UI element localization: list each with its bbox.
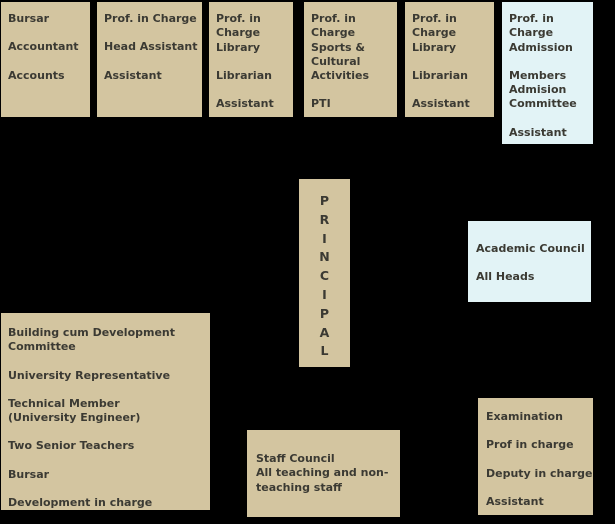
org-role: Head Assistant [104, 40, 198, 54]
org-role: Development in charge [8, 496, 153, 510]
box-academic-council: Academic Council All Heads [468, 221, 591, 302]
org-role: Librarian [412, 68, 468, 82]
box-staff-council: Staff Council All teaching and non- teac… [247, 430, 400, 517]
org-role: Deputy in charge [486, 466, 593, 480]
org-role: Prof. in Charge Library [412, 12, 457, 54]
principal-label: P R I N C I P A L [319, 193, 330, 359]
org-role: Assistant [412, 97, 470, 111]
org-role: Prof. in Charge [104, 12, 197, 25]
org-role: Assistant [216, 97, 274, 111]
box-library-1: Prof. in Charge Library Librarian Assist… [209, 2, 293, 117]
org-role: Bursar [8, 12, 50, 25]
org-role: Two Senior Teachers [8, 439, 135, 453]
org-role: All teaching and non- teaching staff [256, 466, 389, 494]
org-role: Bursar [8, 467, 50, 481]
org-role: Librarian [216, 68, 272, 82]
box-building-development: Building cum Development Committee Unive… [1, 313, 210, 510]
org-role: PTI [311, 97, 331, 111]
org-role: Academic Council [476, 242, 585, 255]
box-bursar-accounts: Bursar Accountant Accounts [1, 2, 90, 117]
org-role: Staff Council [256, 452, 335, 465]
org-role: Examination [486, 410, 563, 423]
org-role: Technical Member (University Engineer) [8, 396, 141, 425]
box-sports-cultural: Prof. in Charge Sports & Cultural Activi… [304, 2, 397, 117]
box-office-staff: Prof. in Charge Head Assistant Assistant [97, 2, 202, 117]
org-role: Assistant [486, 494, 544, 508]
org-role: Assistant [509, 125, 567, 139]
org-role: Prof. in Charge Sports & Cultural Activi… [311, 12, 370, 83]
org-role: University Representative [8, 368, 171, 382]
org-role: Assistant [104, 68, 162, 82]
org-role: Accounts [8, 68, 65, 82]
box-admission: Prof. in Charge Admission Members Admisi… [502, 2, 593, 144]
box-principal: P R I N C I P A L [299, 179, 350, 367]
org-role: Building cum Development Committee [8, 326, 176, 354]
box-library-2: Prof. in Charge Library Librarian Assist… [405, 2, 494, 117]
org-role: Prof in charge [486, 438, 574, 452]
box-examination: Examination Prof in charge Deputy in cha… [478, 398, 593, 515]
org-role: Prof. in Charge Admission [509, 12, 573, 54]
org-role: All Heads [476, 270, 535, 284]
org-role: Prof. in Charge Library [216, 12, 261, 54]
org-role: Members Admision Committee [509, 68, 577, 111]
org-role: Accountant [8, 40, 79, 54]
